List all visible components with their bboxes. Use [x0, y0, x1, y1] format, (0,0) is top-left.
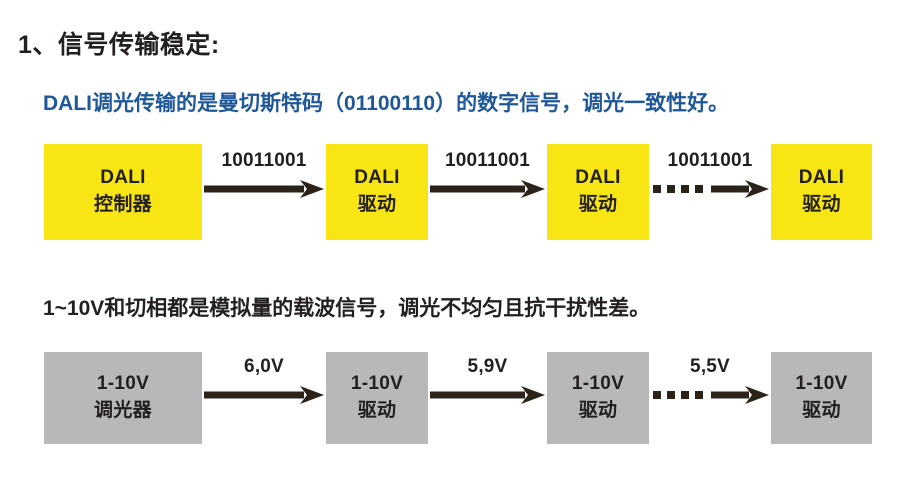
analog-flow-row: 1-10V 调光器 6,0V 1-10V 驱动 5,9V 1-10V 驱动 [0, 352, 900, 444]
node-label-line1: DALI [100, 167, 146, 189]
node-label-line1: DALI [575, 167, 621, 189]
node-label-line2: 驱动 [578, 194, 618, 215]
dali-connector-1: 10011001 [204, 150, 324, 214]
dali-subtitle: DALI调光传输的是曼切斯特码（01100110）的数字信号，调光一致性好。 [43, 92, 730, 115]
connector-label: 10011001 [667, 150, 753, 171]
dali-node-controller: DALI 控制器 [44, 144, 202, 240]
node-label-line1: 1-10V [96, 373, 150, 395]
arrow-solid-icon [430, 180, 545, 198]
node-label-line2: 控制器 [94, 194, 152, 215]
dali-node-driver-2: DALI 驱动 [547, 144, 649, 240]
node-label-line2: 驱动 [357, 194, 397, 215]
arrow-solid-icon [430, 386, 545, 404]
dali-connector-2: 10011001 [430, 150, 545, 214]
connector-label: 10011001 [221, 150, 307, 171]
connector-label: 10011001 [444, 150, 531, 171]
analog-connector-3: 5,5V [651, 356, 769, 420]
node-label-line1: DALI [354, 167, 400, 189]
analog-node-driver-3: 1-10V 驱动 [771, 352, 872, 444]
node-label-line2: 调光器 [94, 400, 152, 421]
node-label-line1: 1-10V [795, 373, 848, 395]
analog-connector-2: 5,9V [430, 356, 545, 420]
dali-connector-3: 10011001 [651, 150, 769, 214]
dali-node-driver-1: DALI 驱动 [326, 144, 428, 240]
connector-label: 5,5V [690, 356, 730, 377]
analog-node-dimmer: 1-10V 调光器 [44, 352, 202, 444]
analog-node-driver-1: 1-10V 驱动 [326, 352, 428, 444]
arrow-dashed-icon [653, 386, 769, 404]
analog-connector-1: 6,0V [204, 356, 324, 420]
connector-label: 6,0V [244, 356, 284, 377]
dali-node-driver-3: DALI 驱动 [771, 144, 872, 240]
node-label-line2: 驱动 [578, 400, 618, 421]
node-label-line2: 驱动 [802, 194, 841, 215]
node-label-line2: 驱动 [357, 400, 397, 421]
node-label-line1: 1-10V [571, 373, 625, 395]
arrow-solid-icon [204, 386, 324, 404]
node-label-line2: 驱动 [802, 400, 841, 421]
page-title: 1、信号传输稳定: [18, 31, 220, 59]
dali-flow-row: DALI 控制器 10011001 DALI 驱动 10011001 DALI … [0, 144, 900, 240]
connector-label: 5,9V [467, 356, 508, 377]
analog-subtitle: 1~10V和切相都是模拟量的载波信号，调光不均匀且抗干扰性差。 [43, 297, 651, 320]
node-label-line1: DALI [798, 167, 845, 189]
analog-node-driver-2: 1-10V 驱动 [547, 352, 649, 444]
arrow-dashed-icon [653, 180, 769, 198]
arrow-solid-icon [204, 180, 324, 198]
node-label-line1: 1-10V [350, 373, 404, 395]
